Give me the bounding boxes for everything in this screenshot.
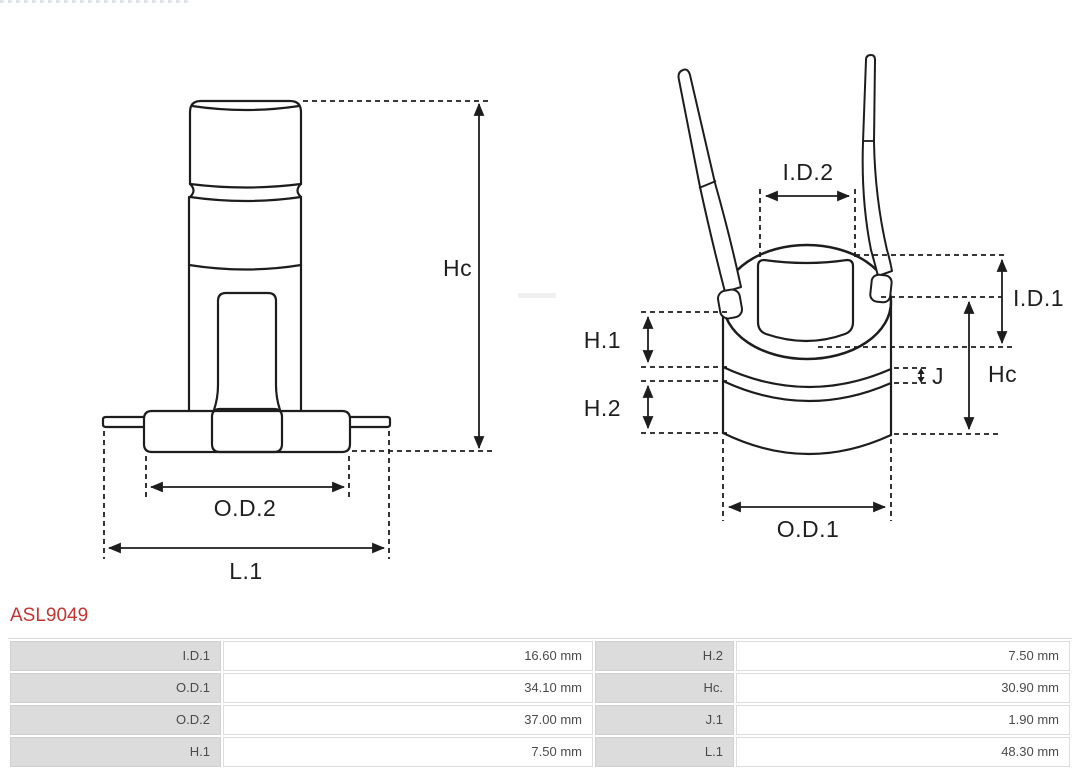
- spec-label-cell: Hc.: [595, 673, 734, 703]
- slot-outline: [216, 291, 278, 387]
- technical-drawing: Hc O.D.2 L.1: [101, 54, 1064, 584]
- dim-label-od1: O.D.1: [777, 516, 840, 542]
- spec-label-cell: I.D.1: [10, 641, 221, 671]
- cap-bottom-edge: [188, 182, 303, 189]
- cylinder-bottom-edge: [721, 431, 893, 456]
- dim-label-hc-right: Hc: [988, 361, 1017, 387]
- dim-label-h2: H.2: [584, 395, 621, 421]
- base-flange: [142, 409, 352, 454]
- table-row: O.D.1 34.10 mm Hc. 30.90 mm: [10, 673, 1070, 703]
- neck-notch-left: [188, 182, 195, 199]
- base-center-block: [210, 407, 284, 454]
- j-arrow-down: [917, 377, 925, 383]
- spec-value-cell: 7.50 mm: [223, 737, 593, 767]
- dim-label-l1: L.1: [229, 558, 262, 584]
- dim-label-hc-left: Hc: [443, 255, 472, 281]
- table-row: I.D.1 16.60 mm H.2 7.50 mm: [10, 641, 1070, 671]
- lead-wire-right: [861, 54, 893, 277]
- inner-bore: [756, 258, 855, 343]
- spec-label-cell: O.D.1: [10, 673, 221, 703]
- side-view-drawing: Hc O.D.2 L.1: [101, 99, 492, 584]
- dim-label-j: J: [932, 363, 944, 389]
- dim-label-od2: O.D.2: [214, 495, 277, 521]
- spec-label-cell: O.D.2: [10, 705, 221, 735]
- neck-notch-right: [296, 182, 303, 199]
- slot-taper-left: [212, 383, 220, 412]
- table-row: H.1 7.50 mm L.1 48.30 mm: [10, 737, 1070, 767]
- j-arrow-up: [917, 368, 925, 374]
- spec-value-cell: 1.90 mm: [736, 705, 1070, 735]
- shaft-ring-edge: [187, 263, 303, 271]
- dim-label-id1: I.D.1: [1013, 285, 1064, 311]
- spec-value-cell: 37.00 mm: [223, 705, 593, 735]
- pin-right: [348, 415, 392, 429]
- lead-terminal-right: [869, 273, 893, 304]
- cap-outline: [188, 99, 303, 186]
- spec-label-cell: L.1: [595, 737, 734, 767]
- perspective-view-drawing: I.D.2 I.D.1 H.1 H.2 J: [584, 54, 1064, 542]
- spec-value-cell: 16.60 mm: [223, 641, 593, 671]
- spec-value-cell: 30.90 mm: [736, 673, 1070, 703]
- spec-label-cell: H.1: [10, 737, 221, 767]
- part-number: ASL9049: [10, 605, 89, 626]
- lead-terminal-left: [717, 288, 743, 320]
- dim-label-h1: H.1: [584, 327, 621, 353]
- spec-value-cell: 48.30 mm: [736, 737, 1070, 767]
- watermark-fragment: [518, 293, 556, 298]
- lead-left-joint: [698, 180, 717, 189]
- spec-value-cell: 34.10 mm: [223, 673, 593, 703]
- dim-label-id2: I.D.2: [782, 159, 833, 185]
- browser-edge-artifact: [0, 0, 192, 3]
- dimensions-table: I.D.1 16.60 mm H.2 7.50 mm O.D.1 34.10 m…: [8, 638, 1072, 769]
- ring-groove-lower: [721, 379, 893, 403]
- table-row: O.D.2 37.00 mm J.1 1.90 mm: [10, 705, 1070, 735]
- spec-value-cell: 7.50 mm: [736, 641, 1070, 671]
- spec-label-cell: H.2: [595, 641, 734, 671]
- cap-top-face: [190, 104, 301, 112]
- pin-left: [101, 415, 146, 429]
- ring-groove-upper: [721, 365, 893, 389]
- lead-wire-left: [677, 68, 742, 293]
- slot-taper-right: [274, 383, 282, 412]
- spec-label-cell: J.1: [595, 705, 734, 735]
- neck-bottom-edge: [188, 195, 303, 203]
